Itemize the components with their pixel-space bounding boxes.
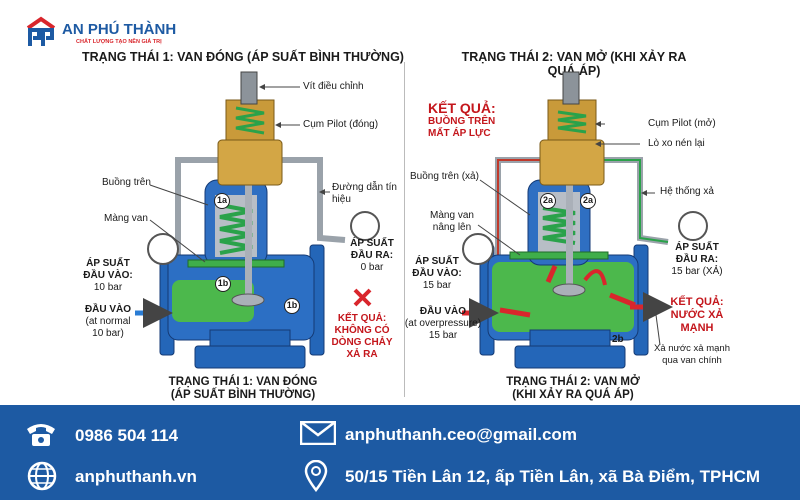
marker-2a: 2a bbox=[580, 193, 596, 209]
result-line: KẾT QUẢ: bbox=[670, 296, 724, 308]
inlet-title: ĐẦU VÀO bbox=[84, 304, 132, 315]
logo-mark-icon bbox=[26, 16, 56, 46]
label-line: Màng van bbox=[430, 210, 474, 221]
phone-icon bbox=[27, 424, 55, 446]
marker-1a: 1a bbox=[214, 193, 230, 209]
result-line: BUỒNG TRÊN bbox=[428, 116, 496, 127]
marker-1b: 1b bbox=[215, 276, 231, 292]
state2-title: TRẠNG THÁI 2: VAN MỞ (KHI XẢY RA QUÁ ÁP) bbox=[461, 50, 687, 78]
brand-name: AN PHÚ THÀNH bbox=[62, 21, 177, 38]
caption-line: TRẠNG THÁI 2: VAN MỞ bbox=[506, 376, 640, 388]
label-line: nâng lên bbox=[432, 222, 472, 233]
contact-footer: 0986 504 114 anphuthanh.vn anphuthanh.ce… bbox=[0, 405, 800, 500]
marker-1b: 1b bbox=[284, 298, 300, 314]
result-line: MẠNH bbox=[680, 322, 714, 334]
result-line: XẢ RA bbox=[346, 349, 378, 360]
exhaust-pipe bbox=[598, 157, 669, 245]
main-spring bbox=[219, 203, 253, 255]
panel-divider bbox=[404, 62, 405, 397]
flow-arrow bbox=[583, 269, 607, 286]
state2-caption: TRẠNG THÁI 2: VAN MỞ(KHI XẢY RA QUÁ ÁP) bbox=[506, 376, 640, 402]
label-signal-line-2: hiệu bbox=[332, 194, 351, 205]
caption-line: (ÁP SUẤT BÌNH THƯỜNG) bbox=[170, 389, 316, 401]
note-line: qua van chính bbox=[662, 355, 722, 366]
no-flow-x-icon bbox=[353, 288, 372, 307]
label-diaphragm: Màng van bbox=[104, 213, 148, 224]
globe-icon bbox=[27, 461, 57, 491]
inlet-pressure-label: ĐẦU VÀO: bbox=[83, 270, 133, 281]
state1-title: TRẠNG THÁI 1: VAN ĐÓNG (ÁP SUẤT BÌNH THƯ… bbox=[82, 50, 404, 64]
label-signal-line-1: Đường dẫn tín bbox=[332, 182, 397, 193]
inlet-note: (at overpressure) bbox=[404, 318, 482, 329]
result-line: MẤT ÁP LỰC bbox=[428, 128, 491, 139]
inlet-title: ĐẦU VÀO bbox=[419, 306, 467, 317]
outlet-pressure-label: ÁP SUẤT bbox=[350, 238, 394, 249]
brand-slogan: CHẤT LƯỢNG TẠO NÊN GIÁ TRỊ bbox=[76, 39, 162, 45]
inlet-note: (at normal bbox=[85, 316, 131, 327]
outlet-gauge bbox=[678, 211, 708, 241]
note-line: Xả nước xả mạnh bbox=[654, 343, 730, 354]
caption-line: TRẠNG THÁI 1: VAN ĐÓNG bbox=[168, 376, 318, 388]
label-exhaust-system: Hệ thống xả bbox=[660, 186, 714, 197]
outlet-pressure-value: 15 bar (XẢ) bbox=[671, 266, 723, 277]
caption-line: (KHI XẢY RA QUÁ ÁP) bbox=[512, 389, 634, 401]
address: 50/15 Tiền Lân 12, ấp Tiền Lân, xã Bà Đi… bbox=[345, 467, 761, 486]
inlet-pressure-value: 10 bar bbox=[93, 282, 123, 293]
inlet-pressure-value: 15 bar bbox=[422, 280, 452, 291]
website-link[interactable]: anphuthanh.vn bbox=[75, 467, 197, 486]
result-line: DÒNG CHẢY bbox=[331, 337, 393, 348]
inlet-label-2: ĐẦU VÀO(at overpressure)15 bar bbox=[405, 306, 481, 342]
location-pin-icon bbox=[304, 460, 328, 492]
result-line: KHÔNG CÓ bbox=[334, 325, 390, 336]
diaphragm-raised bbox=[509, 251, 609, 260]
inlet-note: 10 bar) bbox=[92, 328, 124, 339]
label-upper-chamber-exhaust: Buồng trên (xả) bbox=[410, 171, 479, 182]
result-line: NƯỚC XẢ bbox=[670, 309, 724, 321]
label-spring-compressed: Lò xo nén lại bbox=[648, 138, 705, 149]
outlet-pressure-value: 0 bar bbox=[360, 262, 384, 273]
flow-arrow bbox=[609, 292, 636, 308]
marker-2a: 2a bbox=[540, 193, 556, 209]
inlet-chamber bbox=[172, 280, 254, 322]
email-link[interactable]: anphuthanh.ceo@gmail.com bbox=[345, 425, 577, 444]
flow-arrow bbox=[545, 264, 558, 284]
label-upper-chamber: Buồng trên bbox=[102, 177, 151, 188]
outlet-pressure-label: ĐẦU RA: bbox=[350, 250, 394, 261]
signal-pipe bbox=[278, 157, 346, 243]
diaphragm bbox=[187, 259, 285, 268]
state1-caption: TRẠNG THÁI 1: VAN ĐÓNG(ÁP SUẤT BÌNH THƯỜ… bbox=[169, 376, 318, 402]
outlet-pressure-label: ÁP SUẤT bbox=[675, 242, 719, 253]
email-icon bbox=[300, 421, 336, 445]
result-line: KẾT QUẢ: bbox=[428, 100, 496, 116]
outlet-pressure-label: ĐẦU RA: bbox=[675, 254, 719, 265]
phone-number[interactable]: 0986 504 114 bbox=[75, 426, 179, 445]
outlet-gauge bbox=[350, 211, 380, 241]
result-line: KẾT QUẢ: bbox=[337, 313, 387, 324]
inlet-gauge bbox=[147, 233, 179, 265]
marker-2b: 2b bbox=[612, 334, 624, 345]
label-pilot-open: Cụm Pilot (mở) bbox=[648, 118, 716, 129]
inlet-pressure-label: ÁP SUẤT bbox=[86, 258, 130, 269]
flow-arrow bbox=[499, 307, 531, 318]
logo bbox=[26, 16, 56, 48]
inlet-note: 15 bar bbox=[428, 330, 458, 341]
inlet-pressure-label: ÁP SUẤT bbox=[415, 256, 459, 267]
inlet-pressure-label: ĐẦU VÀO: bbox=[412, 268, 462, 279]
valve-closed-drawing bbox=[135, 71, 380, 369]
inlet-gauge bbox=[462, 233, 494, 265]
label-pilot-closed: Cụm Pilot (đóng) bbox=[303, 119, 379, 130]
label-adjust-screw: Vít điều chỉnh bbox=[303, 81, 364, 92]
